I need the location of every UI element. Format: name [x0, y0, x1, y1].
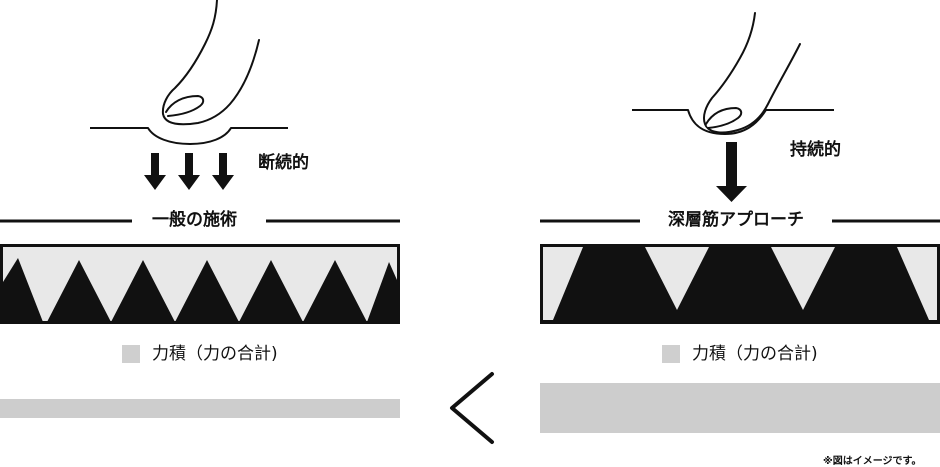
right-legend-swatch: [662, 345, 680, 363]
left-mode-label: 断続的: [258, 153, 309, 173]
right-surface: [632, 109, 834, 135]
less-than-icon: [450, 372, 494, 444]
right-impulse-bar: [540, 383, 940, 433]
right-force-band: [540, 244, 940, 324]
left-section-title: 一般の施術: [152, 210, 237, 230]
left-legend-swatch: [122, 345, 140, 363]
down-arrow-icon: [716, 142, 747, 202]
left-legend-label: 力積（力の合計): [152, 344, 278, 364]
finger-icon: [702, 12, 801, 134]
footnote: ※図はイメージです。: [823, 456, 922, 467]
right-legend-label: 力積（力の合計): [692, 344, 818, 364]
left-force-band: [0, 244, 400, 324]
down-arrow-icon: [144, 153, 166, 190]
right-section-title: 深層筋アプローチ: [668, 210, 804, 230]
right-mode-label: 持続的: [790, 140, 841, 160]
left-impulse-bar: [0, 399, 400, 418]
left-surface: [90, 127, 288, 145]
down-arrow-icon: [178, 153, 200, 190]
intermittent-arrows: [144, 153, 234, 190]
down-arrow-icon: [212, 153, 234, 190]
intermittent-force-peaks: [3, 258, 397, 322]
finger-icon: [161, 0, 260, 126]
